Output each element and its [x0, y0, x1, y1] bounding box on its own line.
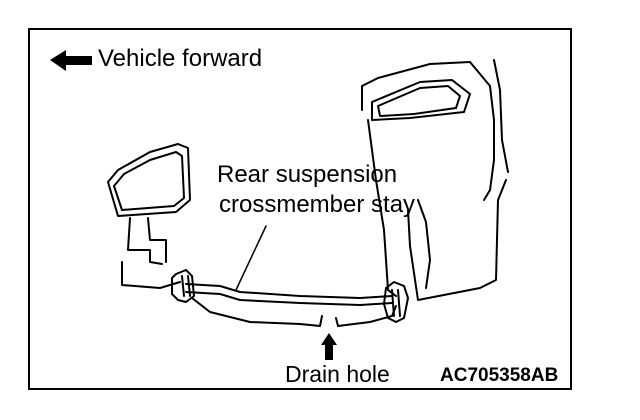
leader-line-stay — [235, 225, 267, 291]
figure-code: AC705358AB — [440, 365, 559, 386]
stay-callout-line2: crossmember stay — [219, 191, 416, 218]
crossmember-stay — [185, 225, 397, 327]
diagram-frame — [28, 28, 572, 390]
arrow-left-icon — [50, 50, 92, 71]
stay-callout-line1: Rear suspension — [217, 161, 398, 188]
drain-hole-label: Drain hole — [285, 361, 390, 387]
left-mount-bracket — [171, 269, 195, 303]
arrow-up-icon — [321, 333, 337, 360]
right-body-panel — [361, 59, 509, 301]
right-mount-bracket — [383, 281, 409, 323]
left-body-panel — [107, 143, 191, 289]
vehicle-forward-label: Vehicle forward — [98, 45, 263, 72]
